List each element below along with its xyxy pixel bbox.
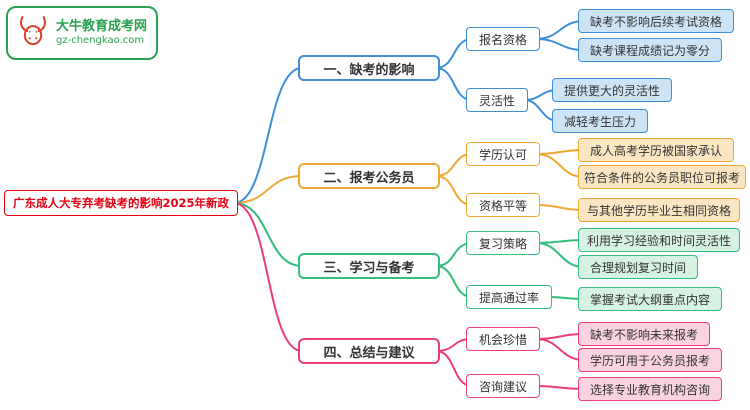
branch-2-node: 二、报考公务员 [298, 163, 440, 189]
leaf-node: 合理规划复习时间 [578, 255, 698, 279]
leaf-node: 减轻考生压力 [552, 109, 648, 133]
connector [535, 204, 585, 211]
connector [233, 202, 303, 352]
subtopic-node: 机会珍惜 [466, 327, 540, 351]
site-name: 大牛教育成考网 [56, 18, 148, 34]
connector [535, 333, 585, 340]
connector [233, 202, 303, 267]
subtopic-node: 咨询建议 [466, 374, 540, 398]
connector [535, 20, 585, 40]
leaf-node: 提供更大的灵活性 [552, 78, 672, 102]
leaf-node: 利用学习经验和时间灵活性 [578, 228, 740, 252]
subtopic-node: 复习策略 [466, 231, 540, 255]
connector [535, 239, 585, 244]
connector [535, 242, 585, 268]
connector [233, 175, 303, 204]
leaf-node: 缺考不影响未来报考 [578, 322, 710, 346]
leaf-node: 缺考不影响后续考试资格 [578, 9, 734, 33]
branch-1-node: 一、缺考的影响 [298, 55, 440, 81]
root-node: 广东成人大专弃考缺考的影响2025年新政 [4, 190, 238, 216]
subtopic-node: 提高通过率 [466, 285, 552, 309]
leaf-node: 掌握考试大纲重点内容 [578, 287, 722, 311]
subtopic-node: 学历认可 [466, 142, 540, 166]
leaf-node: 成人高考学历被国家承认 [578, 138, 734, 162]
connector [535, 338, 585, 361]
connector [233, 67, 303, 204]
connector [535, 153, 585, 178]
bull-logo-icon [15, 13, 51, 53]
subtopic-node: 灵活性 [466, 88, 528, 112]
site-url: gz-chengkao.com [56, 34, 145, 46]
branch-4-node: 四、总结与建议 [298, 338, 440, 364]
leaf-node: 与其他学历毕业生相同资格 [578, 198, 740, 222]
subtopic-node: 报名资格 [466, 27, 540, 51]
branch-3-node: 三、学习与备考 [298, 253, 440, 279]
subtopic-node: 资格平等 [466, 193, 540, 217]
leaf-node: 学历可用于公务员报考 [578, 348, 722, 372]
leaf-node: 选择专业教育机构咨询 [578, 377, 722, 401]
connector [535, 149, 585, 155]
site-logo[interactable]: 大牛教育成考网 gz-chengkao.com [6, 6, 158, 60]
leaf-node: 缺考课程成绩记为零分 [578, 38, 722, 62]
leaf-node: 符合条件的公务员职位可报考 [578, 165, 746, 189]
logo-text-block: 大牛教育成考网 gz-chengkao.com [56, 19, 147, 48]
connector [535, 385, 585, 390]
connector [535, 38, 585, 51]
